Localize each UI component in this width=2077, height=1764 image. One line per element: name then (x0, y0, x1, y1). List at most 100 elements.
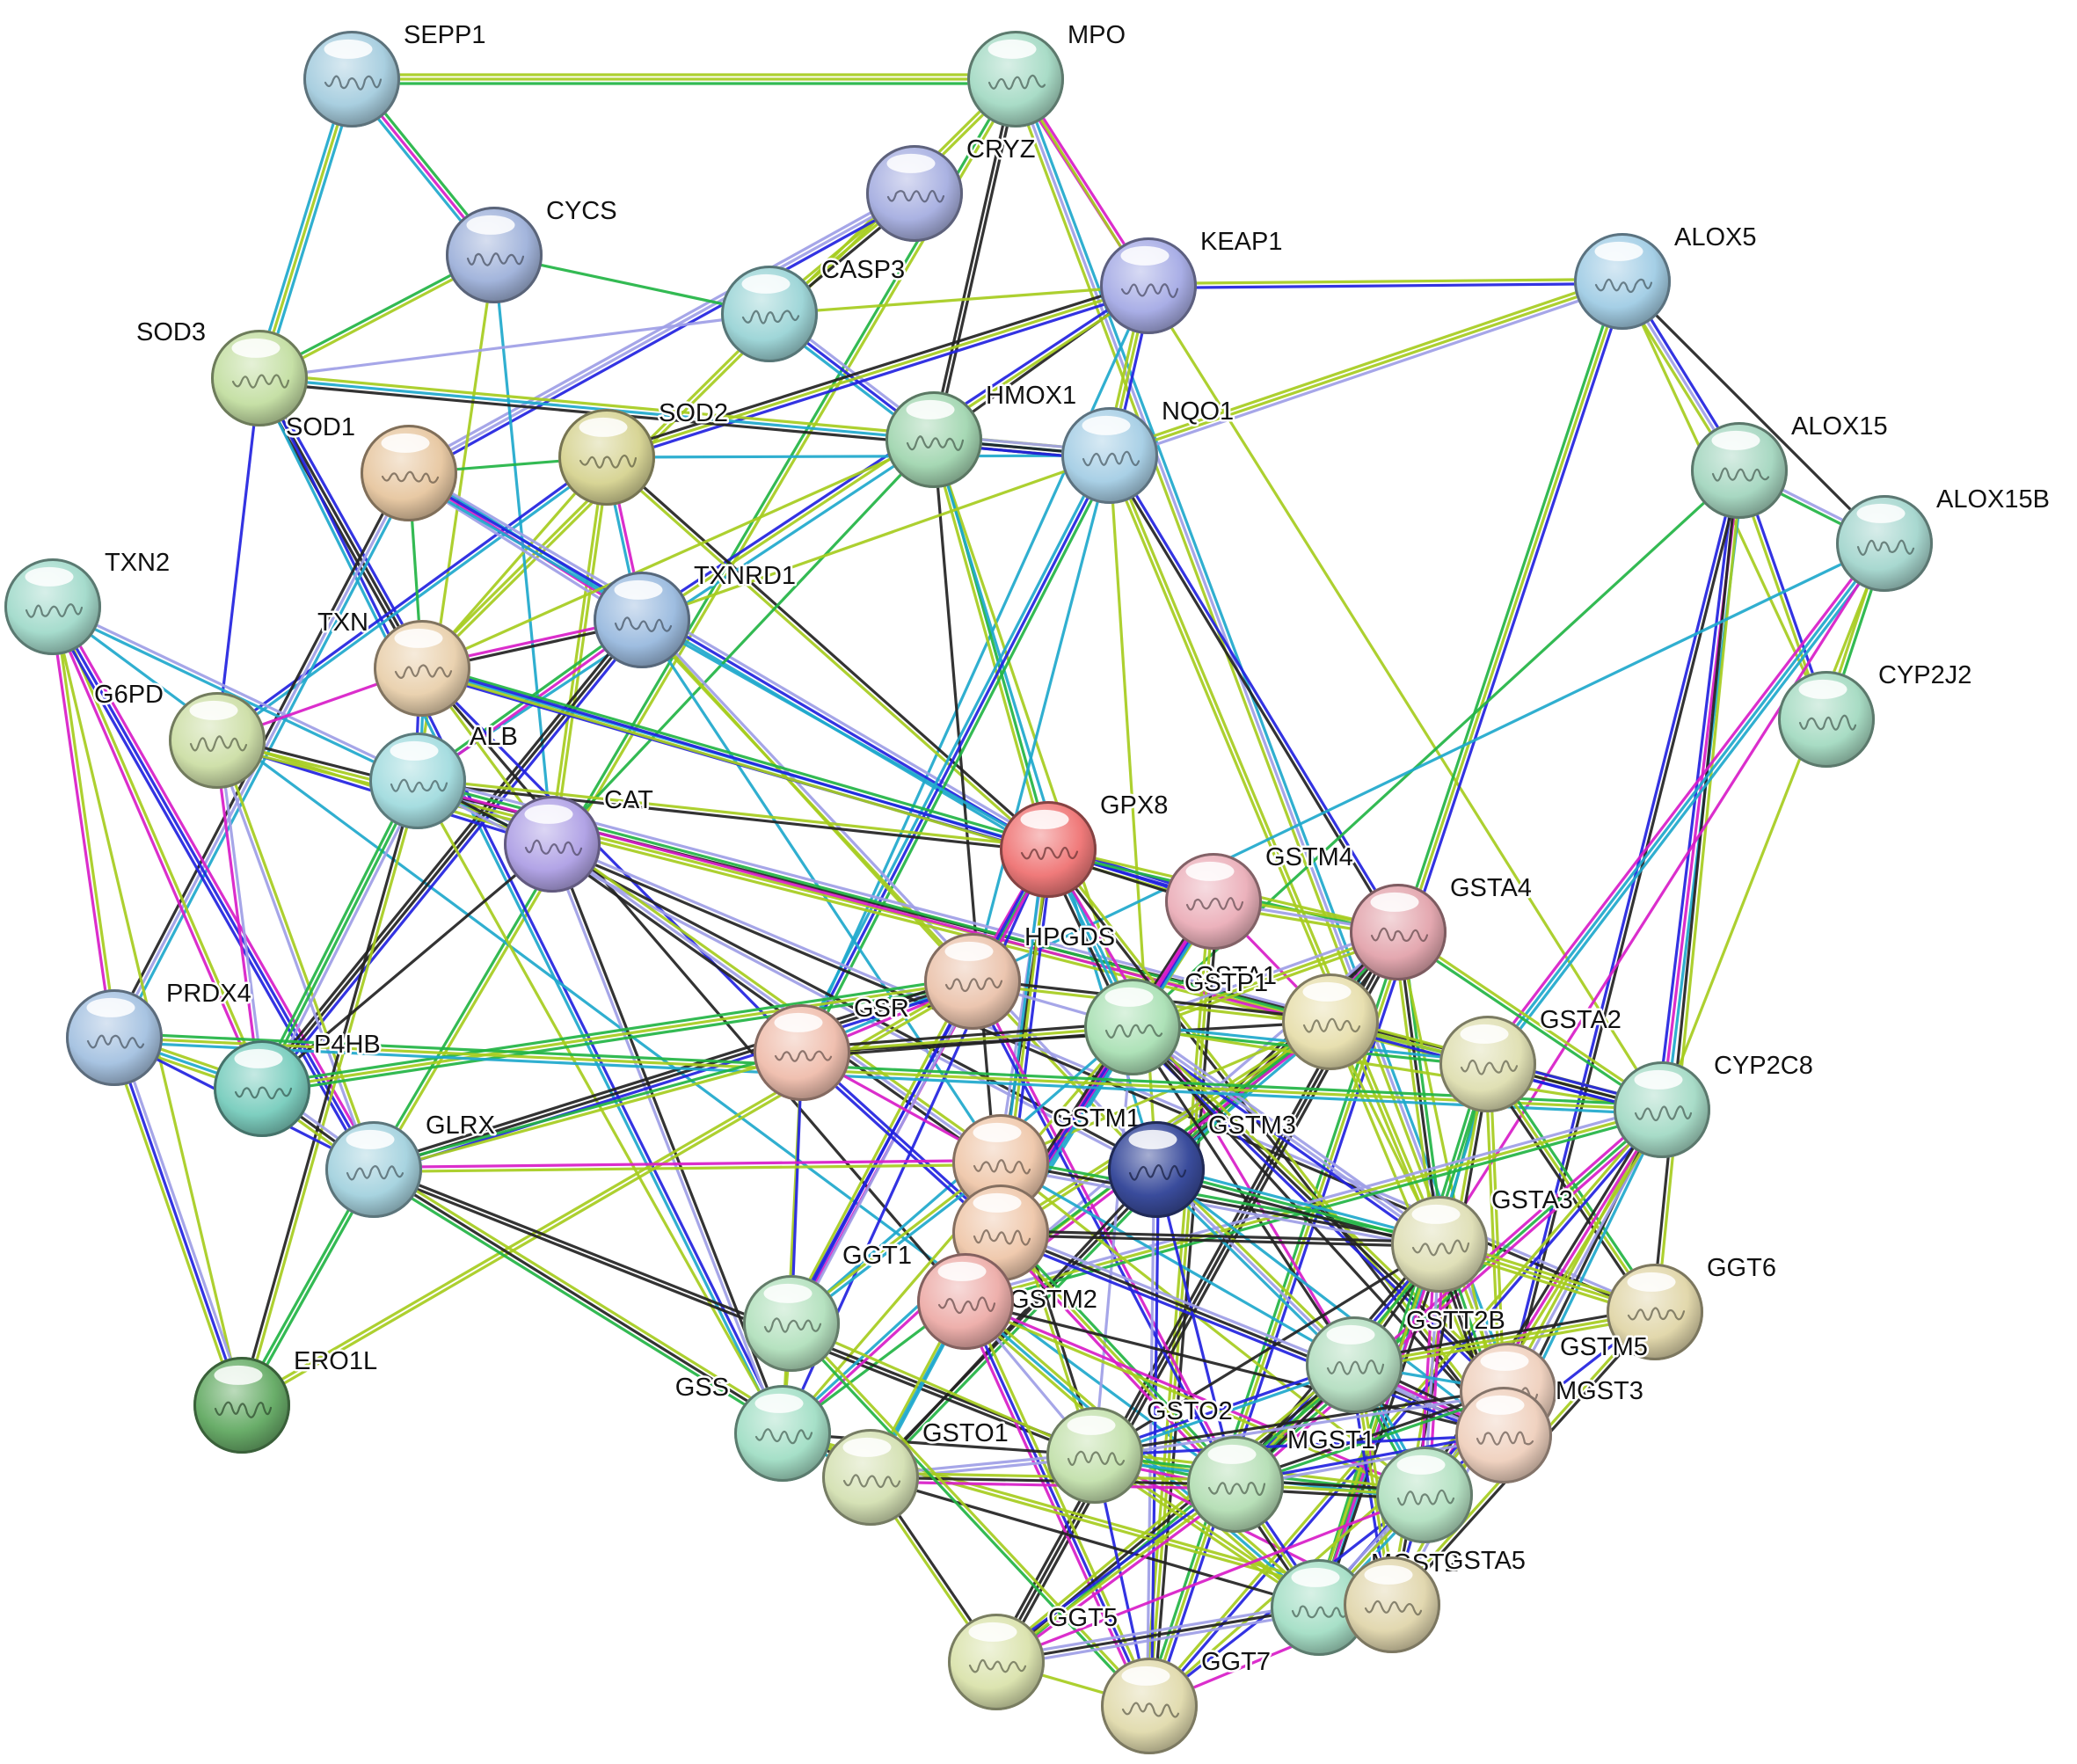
node-ggt5[interactable]: GGT5 (948, 1602, 1119, 1710)
edge (1000, 1233, 1439, 1249)
node-sphere[interactable] (325, 1121, 422, 1218)
node-gsta5[interactable]: GSTA5 (1344, 1545, 1527, 1653)
node-outline (361, 425, 457, 521)
gloss-highlight (1364, 1564, 1413, 1585)
node-sphere[interactable] (1574, 233, 1671, 330)
node-gstt2b[interactable]: GSTT2B (1306, 1305, 1507, 1413)
node-p4hb[interactable]: P4HB (214, 1029, 383, 1137)
node-glrx[interactable]: GLRX (325, 1110, 497, 1218)
node-sod3[interactable]: SOD3 (135, 317, 308, 426)
node-mgst3[interactable]: MGST3 (1455, 1375, 1645, 1483)
node-gstm3[interactable]: GSTM3 (1108, 1110, 1298, 1218)
node-gstm4[interactable]: GSTM4 (1165, 842, 1355, 950)
node-outline (374, 620, 470, 717)
node-sphere[interactable] (721, 266, 818, 362)
node-sphere[interactable] (952, 1114, 1049, 1211)
node-sphere[interactable] (1282, 973, 1379, 1070)
protein-structure-icon (968, 1658, 1027, 1673)
node-outline (169, 692, 266, 789)
node-gstm2[interactable]: GSTM2 (952, 1185, 1099, 1316)
node-sphere[interactable] (214, 1040, 310, 1137)
node-cyp2j2[interactable]: CYP2J2 (1778, 660, 1974, 768)
node-sphere[interactable] (1046, 1407, 1143, 1504)
node-mpo[interactable]: MPO (967, 19, 1128, 128)
gloss-highlight (1711, 430, 1760, 450)
node-sphere[interactable] (1108, 1121, 1205, 1218)
node-cat[interactable]: CAT (504, 784, 656, 893)
node-gsr[interactable]: GSR (754, 993, 911, 1101)
node-sphere[interactable] (169, 692, 266, 789)
node-unlabeled[interactable] (743, 1275, 840, 1372)
node-gsta2[interactable]: GSTA2 (1439, 1004, 1623, 1112)
node-ggt1[interactable]: GGT1 (841, 1240, 1014, 1350)
node-prdx4[interactable]: PRDX4 (66, 978, 253, 1086)
node-alox15b[interactable]: ALOX15B (1836, 484, 2051, 592)
edge (1353, 1310, 1656, 1367)
node-gsta4[interactable]: GSTA4 (1350, 872, 1534, 980)
node-sphere[interactable] (1165, 853, 1262, 950)
node-alox15[interactable]: ALOX15 (1691, 411, 1890, 519)
edge (1107, 275, 1622, 453)
node-sphere[interactable] (1000, 801, 1097, 898)
gloss-highlight (741, 273, 791, 294)
node-sphere[interactable] (1607, 1264, 1703, 1360)
node-sphere[interactable] (369, 733, 466, 829)
node-sod1[interactable]: SOD1 (284, 412, 457, 521)
node-unlabeled[interactable] (1376, 1447, 1473, 1543)
node-label: GSTO2 (1147, 1397, 1233, 1425)
node-sod2[interactable]: SOD2 (558, 397, 730, 506)
edge (606, 284, 1149, 459)
node-gsta3[interactable]: GSTA3 (1391, 1185, 1575, 1293)
node-nqo1[interactable]: NQO1 (1061, 396, 1236, 504)
node-ero1l[interactable]: ERO1L (193, 1345, 380, 1454)
node-keap1[interactable]: KEAP1 (1100, 226, 1285, 334)
node-casp3[interactable]: CASP3 (721, 254, 907, 362)
node-gsta1[interactable]: GSTA1 (1193, 960, 1379, 1070)
node-sepp1[interactable]: SEPP1 (303, 19, 488, 128)
node-sphere[interactable] (1836, 495, 1933, 592)
node-txnrd1[interactable]: TXNRD1 (594, 560, 798, 668)
node-sphere[interactable] (917, 1253, 1014, 1350)
node-sphere[interactable] (374, 620, 470, 717)
node-outline (193, 1357, 290, 1454)
node-sphere[interactable] (743, 1275, 840, 1372)
node-txn[interactable]: TXN (316, 607, 470, 717)
node-hpgds[interactable]: HPGDS (924, 922, 1118, 1030)
node-outline (1574, 233, 1671, 330)
node-gpx8[interactable]: GPX8 (1000, 790, 1170, 898)
node-sphere[interactable] (1306, 1316, 1403, 1413)
node-hmox1[interactable]: HMOX1 (885, 380, 1079, 488)
node-sphere[interactable] (1455, 1387, 1552, 1483)
edge (51, 607, 552, 848)
node-sphere[interactable] (594, 572, 690, 668)
gloss-highlight (1185, 861, 1235, 881)
node-ggt6[interactable]: GGT6 (1607, 1252, 1778, 1360)
node-g6pd[interactable]: G6PD (92, 679, 266, 789)
protein-structure-icon (1370, 927, 1429, 943)
node-gsto2[interactable]: GSTO2 (1046, 1396, 1235, 1504)
node-ggt7[interactable]: GGT7 (1101, 1646, 1272, 1754)
node-gss[interactable]: GSS (673, 1372, 831, 1482)
node-alb[interactable]: ALB (369, 721, 520, 829)
edge (372, 975, 972, 1167)
edge (870, 1476, 1320, 1609)
node-gstm1[interactable]: GSTM1 (952, 1103, 1142, 1211)
edge (113, 1037, 244, 1406)
node-gsto1[interactable]: GSTO1 (822, 1418, 1010, 1526)
gloss-highlight (774, 1012, 823, 1032)
node-sphere[interactable] (1101, 1658, 1198, 1754)
node-sphere[interactable] (754, 1004, 850, 1101)
node-txn2[interactable]: TXN2 (4, 547, 172, 655)
node-gstp1[interactable]: GSTP1 (1084, 967, 1271, 1075)
node-mgst1[interactable]: MGST1 (1187, 1425, 1377, 1533)
node-sphere[interactable] (66, 989, 163, 1086)
edge (641, 454, 1111, 622)
edge (1396, 931, 1441, 1245)
node-cryz[interactable]: CRYZ (866, 134, 1038, 242)
node-alox5[interactable]: ALOX5 (1574, 222, 1759, 330)
node-cycs[interactable]: CYCS (446, 195, 619, 303)
node-sphere[interactable] (924, 933, 1021, 1030)
node-cyp2c8[interactable]: CYP2C8 (1614, 1050, 1815, 1158)
edge (1132, 1025, 1440, 1246)
edge (256, 378, 783, 1435)
